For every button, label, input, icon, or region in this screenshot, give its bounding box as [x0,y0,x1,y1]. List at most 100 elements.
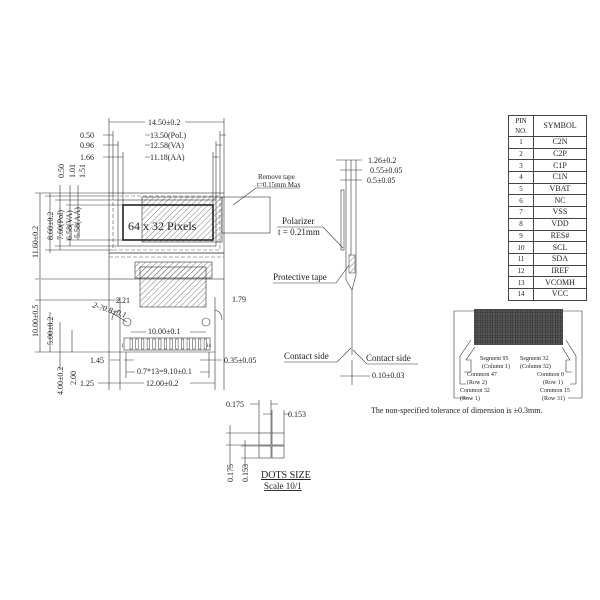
pin-contact [158,338,162,350]
pin-number: 11 [508,252,534,266]
pixel-grid [474,309,563,345]
pin-symbol: VDD [533,217,587,231]
svg-text:DOTS SIZE: DOTS SIZE [261,470,311,481]
protective-tape [348,254,356,274]
svg-text:12.58(VA): 12.58(VA) [150,141,184,150]
svg-text:Polarizer: Polarizer [282,216,314,226]
svg-text:(Row 2): (Row 2) [467,379,487,386]
svg-text:14: 14 [206,344,212,349]
pin-symbol: VSS [533,206,587,219]
svg-text:Common 32: Common 32 [460,388,490,394]
svg-text:1.01: 1.01 [68,164,77,178]
pin-number: 4 [508,171,534,184]
pin-contact [152,338,156,350]
svg-text:11.18(AA): 11.18(AA) [150,153,185,162]
svg-text:1.45: 1.45 [90,356,104,365]
dots-size: 0.175 0.153 0.175 0.153 DOTS SIZE Scale … [226,400,311,491]
pin-symbol: NC [533,194,587,208]
svg-text:6.58(VA): 6.58(VA) [65,210,74,240]
pin-number: 13 [508,276,534,289]
pin-contacts [123,337,211,351]
pin-number: 5 [508,182,534,196]
mounting-hole [201,317,211,327]
svg-text:0.10±0.03: 0.10±0.03 [372,371,404,380]
pin-symbol: VCC [533,287,587,301]
svg-text:1: 1 [121,344,124,349]
svg-text:(Column 1): (Column 1) [482,363,510,370]
pin-number: 12 [508,264,534,278]
svg-text:(Row 31): (Row 31) [542,395,565,402]
svg-text:(Row 1): (Row 1) [543,379,563,386]
pin-symbol: C2N [533,136,587,149]
svg-text:0.96: 0.96 [80,141,94,150]
svg-text:Scale 10/1: Scale 10/1 [264,481,302,491]
svg-text:Protective tape: Protective tape [273,272,327,282]
svg-text:Contact side: Contact side [366,353,411,363]
svg-text:1.79: 1.79 [232,295,246,304]
svg-text:1.66: 1.66 [80,153,94,162]
pin-symbol: SDA [533,252,587,266]
svg-text:0.175: 0.175 [226,464,235,482]
pin-number: 14 [508,287,534,301]
svg-text:0.35±0.05: 0.35±0.05 [224,356,256,365]
pin-symbol: IREF [533,264,587,278]
pin-contact [203,338,207,350]
svg-text:14.50±0.2: 14.50±0.2 [148,118,180,127]
pin-contact [146,338,150,350]
pin-number: 7 [508,206,534,219]
svg-text:7.60(Pol): 7.60(Pol) [56,210,65,240]
pin-symbol: C2P [533,147,587,161]
mounting-hole [122,317,132,327]
pin-symbol: RES# [533,229,587,243]
active-area [122,204,214,241]
pin-number: 8 [508,217,534,231]
pin-contact [181,338,185,350]
svg-text:t=0.15mm Max: t=0.15mm Max [257,181,301,189]
pin-symbol: VBAT [533,182,587,196]
svg-text:Remove tape: Remove tape [258,173,295,181]
svg-text:Common 0: Common 0 [537,372,564,378]
pin-contact [129,338,133,350]
svg-text:0.7*13=9.10±0.1: 0.7*13=9.10±0.1 [137,367,192,376]
svg-text:1.25: 1.25 [80,379,94,388]
pin-number: 6 [508,194,534,208]
front-view: 64 x 32 Pixels Remove tape t=0.15mm Max … [31,118,301,395]
svg-text:10.00±0.1: 10.00±0.1 [148,327,180,336]
svg-text:Common 15: Common 15 [540,388,570,394]
svg-text:(Row 1): (Row 1) [460,395,480,402]
display-label: 64 x 32 Pixels [128,219,197,233]
svg-text:5.58(AA): 5.58(AA) [73,207,82,238]
svg-text:12.00±0.2: 12.00±0.2 [146,379,178,388]
svg-text:(Column 32): (Column 32) [520,363,551,370]
svg-text:0.175: 0.175 [226,400,244,409]
pin-symbol: VCOMH [533,276,587,289]
svg-text:0.50: 0.50 [57,164,66,178]
pin-symbol: C1N [533,171,587,184]
svg-text:0.50: 0.50 [80,131,94,140]
fpc-tail [139,266,207,308]
svg-text:0.5±0.05: 0.5±0.05 [367,176,395,185]
tolerance-note: The non-specified tolerance of dimension… [371,406,542,415]
svg-text:11.60±0.2: 11.60±0.2 [31,226,40,258]
svg-text:4.00±0.2: 4.00±0.2 [56,367,65,395]
svg-text:2.00: 2.00 [69,371,78,385]
pin-number: 3 [508,159,534,173]
svg-text:0.55±0.05: 0.55±0.05 [370,166,402,175]
svg-text:2.21: 2.21 [116,296,130,305]
pin-contact [186,338,190,350]
svg-text:1.26±0.2: 1.26±0.2 [368,156,396,165]
pin-number: 2 [508,147,534,161]
svg-text:8.60±0.2: 8.60±0.2 [46,212,55,240]
